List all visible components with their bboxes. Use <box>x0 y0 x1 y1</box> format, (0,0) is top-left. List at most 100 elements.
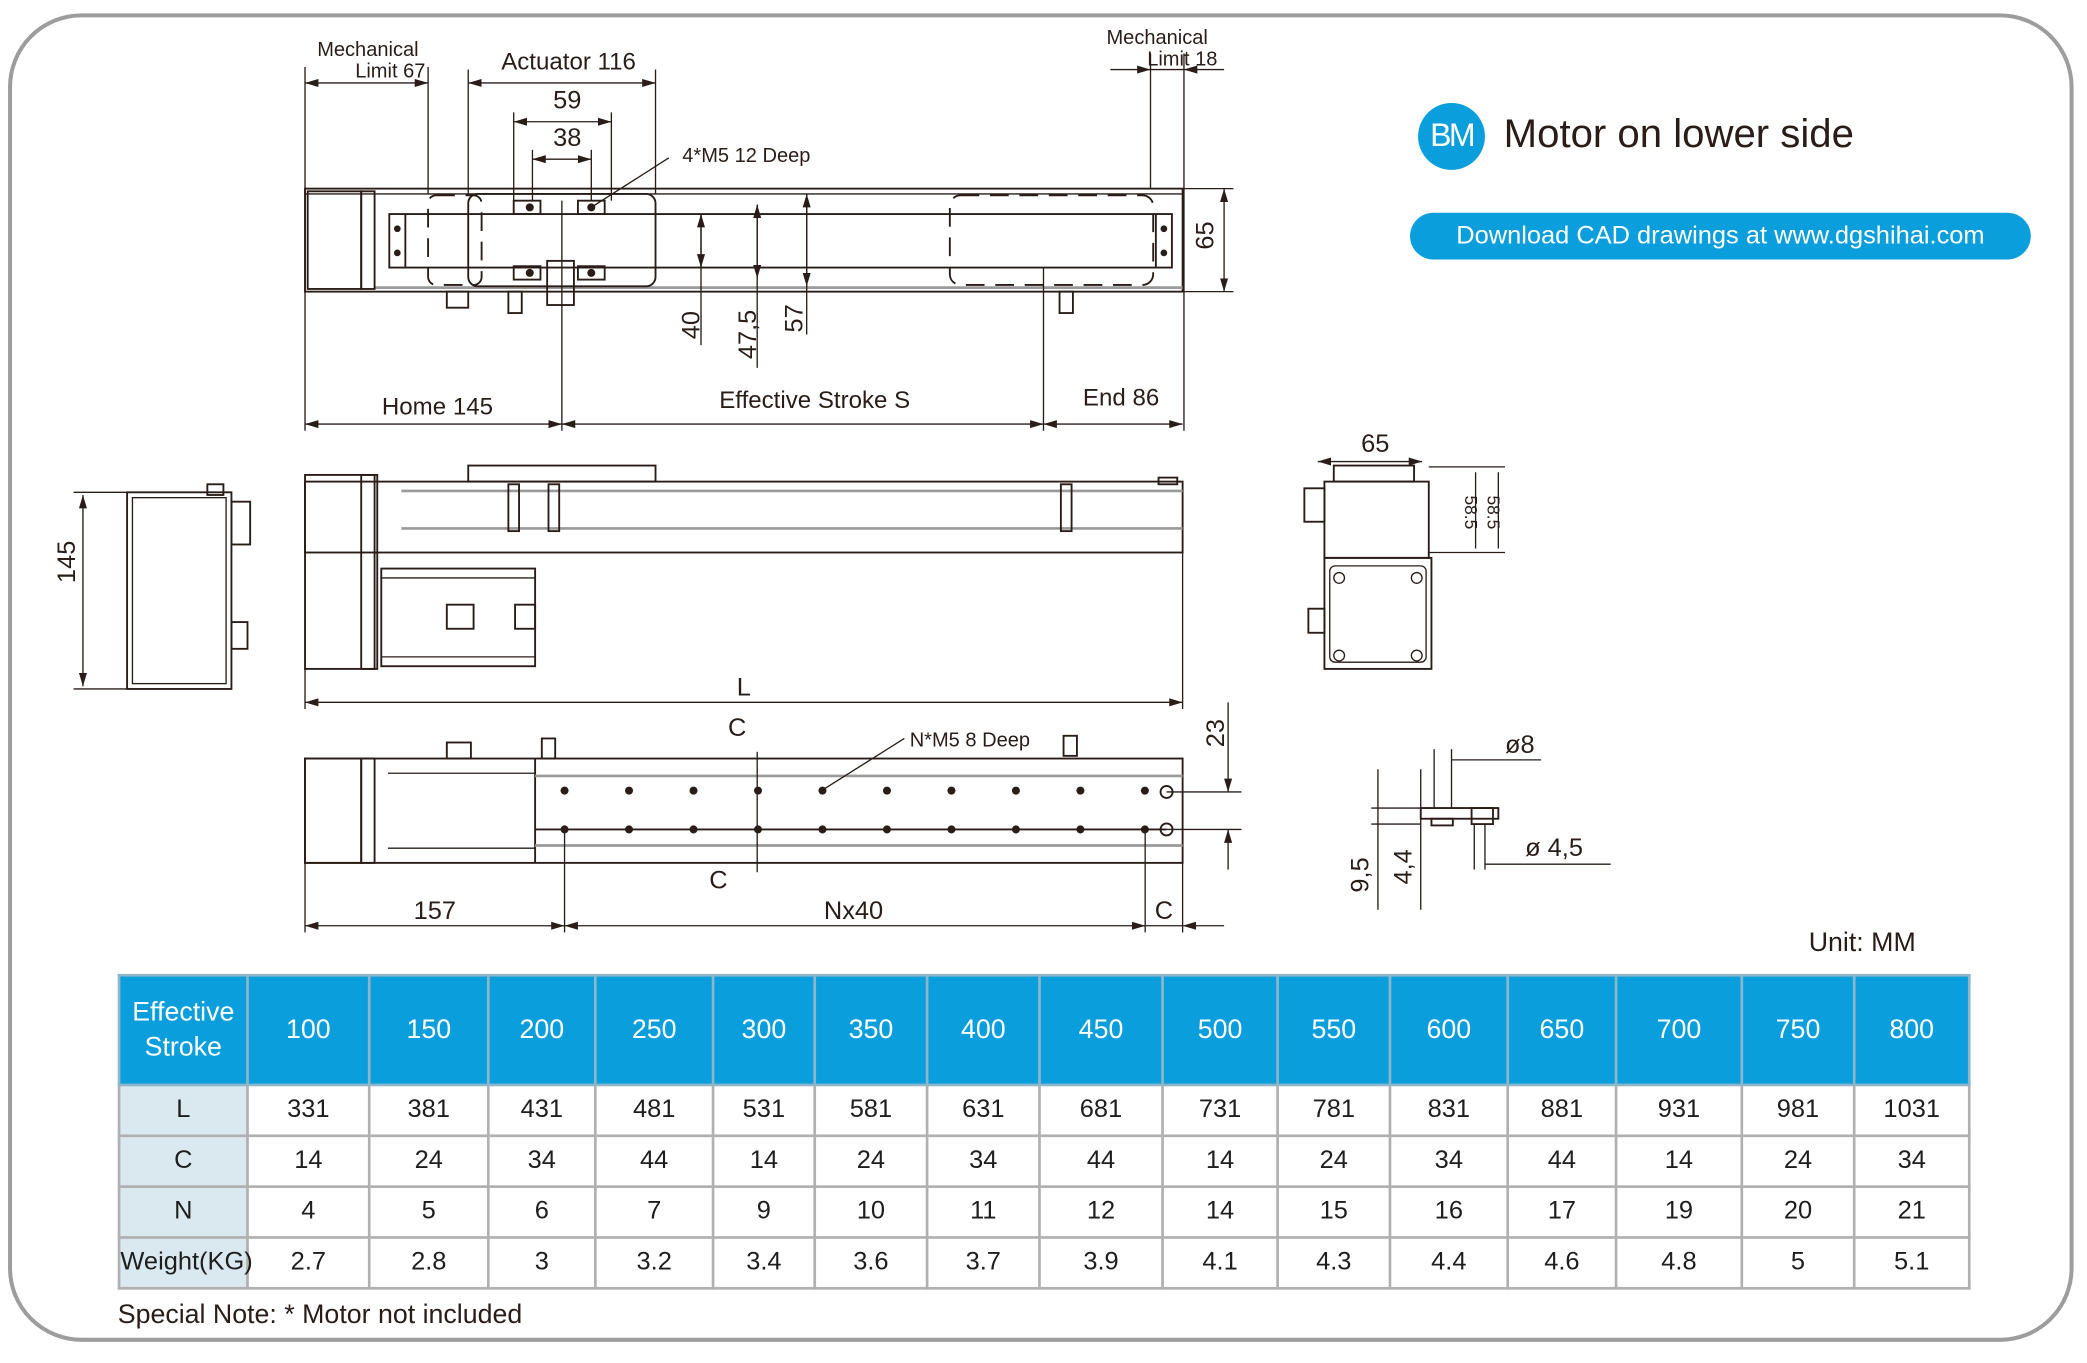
table-cell: 3.4 <box>711 1236 817 1290</box>
mech-limit-left-label: Mechanical <box>317 39 418 61</box>
table-cell: 3.2 <box>593 1236 715 1290</box>
model-badge: BM <box>1418 103 1485 170</box>
table-cell: 3.6 <box>813 1236 929 1290</box>
table-cell: 531 <box>711 1083 817 1138</box>
table-cell: 431 <box>486 1083 597 1138</box>
dia-4-5: ø 4,5 <box>1525 834 1583 862</box>
table-cell: 14 <box>1161 1185 1279 1239</box>
table-cell: 331 <box>246 1083 371 1138</box>
table-cell: 381 <box>367 1083 490 1138</box>
unit-label: Unit: MM <box>1808 928 1916 958</box>
table-cell: 10 <box>813 1185 929 1239</box>
download-cad-link[interactable]: Download CAD drawings at www.dgshihai.co… <box>1410 212 2031 260</box>
mounting-hole <box>689 825 698 834</box>
top-view: Mechanical Limit 67 Actuator 116 59 38 4… <box>304 27 1234 431</box>
mounting-hole <box>818 786 827 795</box>
mounting-hole <box>753 825 763 834</box>
dim-9-5: 9,5 <box>1347 857 1375 892</box>
table-cell: 831 <box>1388 1083 1510 1138</box>
mech-limit-left-value: Limit 67 <box>355 61 425 83</box>
mounting-hole <box>1140 786 1149 795</box>
header-stroke: 400 <box>925 973 1041 1087</box>
table-cell: 14 <box>1614 1134 1744 1188</box>
dim-nx40: Nx40 <box>824 897 883 925</box>
header-stroke: 650 <box>1506 973 1618 1087</box>
table-cell: 44 <box>593 1134 715 1188</box>
table-cell: 44 <box>1506 1134 1618 1188</box>
table-cell: 5 <box>1740 1236 1856 1290</box>
table-cell: 14 <box>711 1134 817 1188</box>
header-stroke: 800 <box>1852 973 1971 1087</box>
header-stroke: 300 <box>711 973 817 1087</box>
mounting-hole <box>882 825 891 834</box>
dim-58-5-b: 58.5 <box>1484 495 1504 529</box>
dim-23: 23 <box>1202 719 1230 747</box>
dim-L: L <box>737 674 751 702</box>
home-dim: Home 145 <box>382 394 493 421</box>
header-stroke: 200 <box>486 973 597 1087</box>
header-stroke: 500 <box>1161 973 1279 1087</box>
right-end-view: 65 58.5 58.5 <box>1303 430 1506 670</box>
table-cell: 881 <box>1506 1083 1618 1138</box>
section-c-bottom: C <box>709 866 727 894</box>
table-cell: 4.8 <box>1614 1236 1744 1290</box>
table-cell: 14 <box>1161 1134 1279 1188</box>
table-cell: 4 <box>246 1185 371 1239</box>
table-cell: 19 <box>1614 1185 1744 1239</box>
header-effective-stroke: Effective Stroke <box>117 973 249 1087</box>
table-cell: 3.7 <box>925 1236 1041 1290</box>
mounting-hole <box>947 825 956 834</box>
header-stroke: 550 <box>1276 973 1392 1087</box>
table-cell: 9 <box>711 1185 817 1239</box>
dim-59: 59 <box>553 86 581 114</box>
mounting-hole <box>882 786 891 795</box>
dim-38: 38 <box>553 124 581 152</box>
table-cell: 481 <box>593 1083 715 1138</box>
table-cell: 2.8 <box>367 1236 490 1290</box>
dim-58-5-a: 58.5 <box>1461 495 1481 529</box>
table-cell: 24 <box>813 1134 929 1188</box>
dim-57: 57 <box>781 304 809 332</box>
table-cell: 12 <box>1038 1185 1164 1239</box>
side-view: L <box>304 464 1184 710</box>
table-cell: 11 <box>925 1185 1041 1239</box>
row-label: L <box>117 1083 249 1138</box>
table-cell: 731 <box>1161 1083 1279 1138</box>
table-cell: 4.3 <box>1276 1236 1392 1290</box>
header-stroke: 350 <box>813 973 929 1087</box>
table-cell: 44 <box>1038 1134 1164 1188</box>
mech-limit-right-value: Limit 18 <box>1147 49 1217 71</box>
table-cell: 34 <box>1852 1134 1971 1188</box>
mounting-hole <box>1140 825 1149 834</box>
row-label: N <box>117 1185 249 1239</box>
bottom-view: C C N*M5 8 Deep 23 157 Nx40 C <box>304 702 1242 933</box>
table-cell: 6 <box>486 1185 597 1239</box>
page-frame <box>8 13 2074 1342</box>
mounting-hole <box>560 825 569 834</box>
dim-65-top: 65 <box>1191 221 1219 249</box>
table-cell: 21 <box>1852 1185 1971 1239</box>
hole-detail: ø8 ø 4,5 9,5 4,4 <box>1347 731 1611 910</box>
page-title: Motor on lower side <box>1503 112 1854 157</box>
table-cell: 5.1 <box>1852 1236 1971 1290</box>
row-label: C <box>117 1134 249 1188</box>
table-cell: 16 <box>1388 1185 1510 1239</box>
table-cell: 2.7 <box>246 1236 371 1290</box>
dim-40: 40 <box>678 311 706 339</box>
dim-65-end: 65 <box>1361 430 1389 458</box>
dim-145: 145 <box>53 541 81 583</box>
table-cell: 34 <box>486 1134 597 1188</box>
table-cell: 5 <box>367 1185 490 1239</box>
left-end-view: 145 <box>53 483 252 690</box>
mounting-hole <box>625 825 634 834</box>
table-cell: 981 <box>1740 1083 1856 1138</box>
header-stroke: 100 <box>246 973 371 1087</box>
dim-47-5: 47,5 <box>734 310 762 359</box>
effective-stroke-dim: Effective Stroke S <box>719 387 910 414</box>
header-stroke: 700 <box>1614 973 1744 1087</box>
